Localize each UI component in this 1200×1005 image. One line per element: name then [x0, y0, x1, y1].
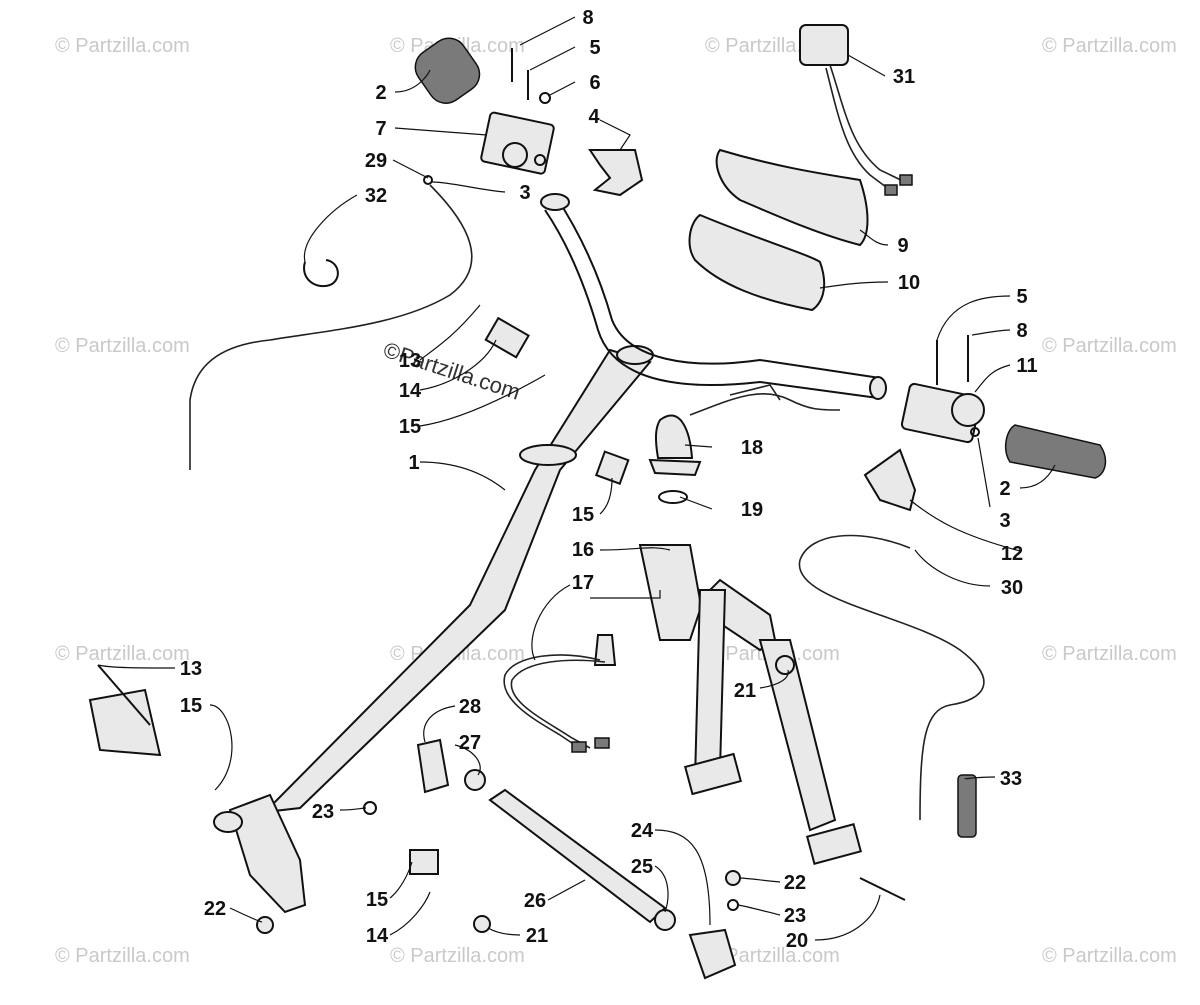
- small-hardware: [256, 316, 977, 934]
- tie-rod: [416, 738, 737, 980]
- steering-support: [638, 544, 863, 865]
- leader-lines: [97, 16, 1056, 941]
- steering-arm: [88, 664, 307, 914]
- callout-4: 4: [588, 106, 600, 128]
- watermark-bl: © Partzilla.com: [55, 945, 190, 967]
- watermark-br: © Partzilla.com: [1042, 945, 1177, 967]
- callout-27: 27: [459, 732, 481, 754]
- callout-2: 2: [999, 478, 1010, 500]
- watermark-mr: © Partzilla.com: [1042, 335, 1177, 357]
- callout-15: 15: [399, 416, 421, 438]
- callout-3: 3: [999, 510, 1010, 532]
- callout-9: 9: [897, 235, 908, 257]
- callout-12: 12: [1001, 543, 1023, 565]
- handlebar-pads: [688, 148, 869, 312]
- callout-21: 21: [734, 680, 756, 702]
- left-cable: [189, 184, 473, 470]
- watermark-ml: © Partzilla.com: [55, 335, 190, 357]
- callout-22: 22: [784, 872, 806, 894]
- watermark-lr: © Partzilla.com: [1042, 643, 1177, 665]
- callout-30: 30: [1001, 577, 1023, 599]
- handlebar: [540, 193, 887, 400]
- callout-22: 22: [204, 898, 226, 920]
- callout-1: 1: [408, 452, 419, 474]
- callout-5: 5: [1016, 286, 1027, 308]
- watermark-tr: © Partzilla.com: [1042, 35, 1177, 57]
- callout-8: 8: [1016, 320, 1027, 342]
- callout-25: 25: [631, 856, 653, 878]
- kill-switch: [799, 24, 913, 196]
- callout-15: 15: [180, 695, 202, 717]
- callout-18: 18: [741, 437, 763, 459]
- callout-26: 26: [524, 890, 546, 912]
- callout-3: 3: [519, 182, 530, 204]
- parts-layer: [88, 24, 1107, 980]
- callout-23: 23: [312, 801, 334, 823]
- callout-16: 16: [572, 539, 594, 561]
- callout-31: 31: [893, 66, 915, 88]
- callout-20: 20: [786, 930, 808, 952]
- callout-8: 8: [582, 7, 593, 29]
- callout-15: 15: [572, 504, 594, 526]
- callout-15: 15: [366, 889, 388, 911]
- sensor-harness: [503, 634, 617, 753]
- callout-labels: 8 5 6 2 4 7 29 32 3 31 9 10 5 8 11 13 14…: [180, 7, 1038, 952]
- callout-10: 10: [898, 272, 920, 294]
- callout-23: 23: [784, 905, 806, 927]
- callout-29: 29: [365, 150, 387, 172]
- watermark-tl: © Partzilla.com: [55, 35, 190, 57]
- left-controls: [414, 37, 644, 197]
- watermark-ll: © Partzilla.com: [55, 643, 190, 665]
- watermark-bot-mid: © Partzilla.com: [390, 945, 525, 967]
- callout-6: 6: [589, 72, 600, 94]
- callout-19: 19: [741, 499, 763, 521]
- callout-24: 24: [631, 820, 654, 842]
- callout-28: 28: [459, 696, 481, 718]
- callout-32: 32: [365, 185, 387, 207]
- callout-13: 13: [180, 658, 202, 680]
- right-controls: [863, 335, 1107, 512]
- callout-5: 5: [589, 37, 600, 59]
- steering-post: [262, 345, 654, 814]
- throttle-cable: [798, 534, 985, 821]
- callout-14: 14: [399, 380, 422, 402]
- callout-21: 21: [526, 925, 548, 947]
- callout-13: 13: [399, 350, 421, 372]
- callout-33: 33: [1000, 768, 1022, 790]
- watermark-bot-mid2: © Partzilla.com: [705, 945, 840, 967]
- callout-2: 2: [375, 82, 386, 104]
- callout-7: 7: [375, 118, 386, 140]
- callout-17: 17: [572, 572, 594, 594]
- tether-switch: [648, 384, 841, 504]
- callout-14: 14: [366, 925, 389, 947]
- callout-11: 11: [1016, 355, 1037, 377]
